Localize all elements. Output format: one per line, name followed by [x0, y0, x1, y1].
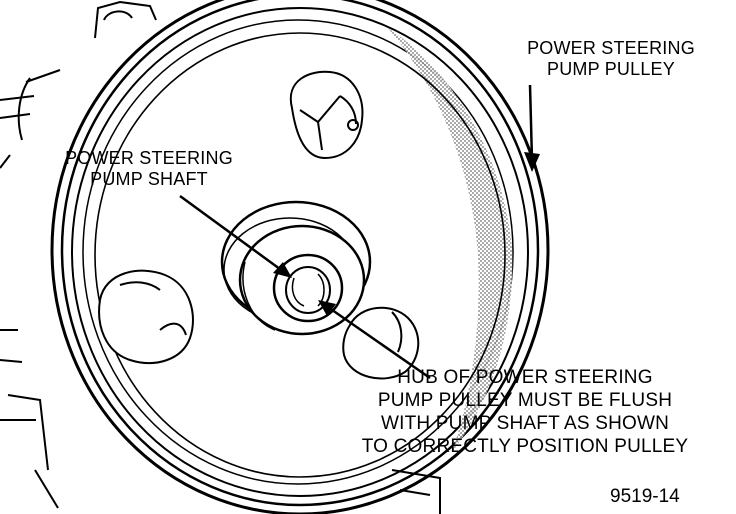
pump-pulley-label: POWER STEERING PUMP PULLEY [498, 38, 724, 80]
pulley-groove-shading [388, 28, 513, 452]
hub-flush-note-line3: WITH PUMP SHAFT AS SHOWN [380, 413, 670, 434]
pump-shaft-label-line1: POWER STEERING [65, 148, 233, 168]
pump-shaft-label-line2: PUMP SHAFT [90, 169, 208, 189]
figure-number: 9519-14 [610, 486, 680, 507]
hub-flush-note: HUB OF POWER STEERING PUMP PULLEY MUST B… [350, 366, 700, 458]
hub-flush-note-line1: HUB OF POWER STEERING [397, 367, 653, 388]
pulley-hole-top [289, 70, 364, 160]
pump-pulley-label-line2: PUMP PULLEY [547, 59, 675, 79]
hub-flush-note-line2: PUMP PULLEY MUST BE FLUSH [377, 390, 673, 411]
pulley-hole-left [98, 269, 194, 364]
pump-shaft-label: POWER STEERING PUMP SHAFT [40, 148, 258, 190]
pump-housing [0, 0, 441, 514]
pump-pulley [50, 0, 550, 514]
arrow-heads [273, 152, 540, 316]
leader-lines [179, 84, 534, 380]
hub-flush-note-line4: TO CORRECTLY POSITION PULLEY [361, 436, 689, 457]
pump-pulley-label-line1: POWER STEERING [527, 38, 695, 58]
